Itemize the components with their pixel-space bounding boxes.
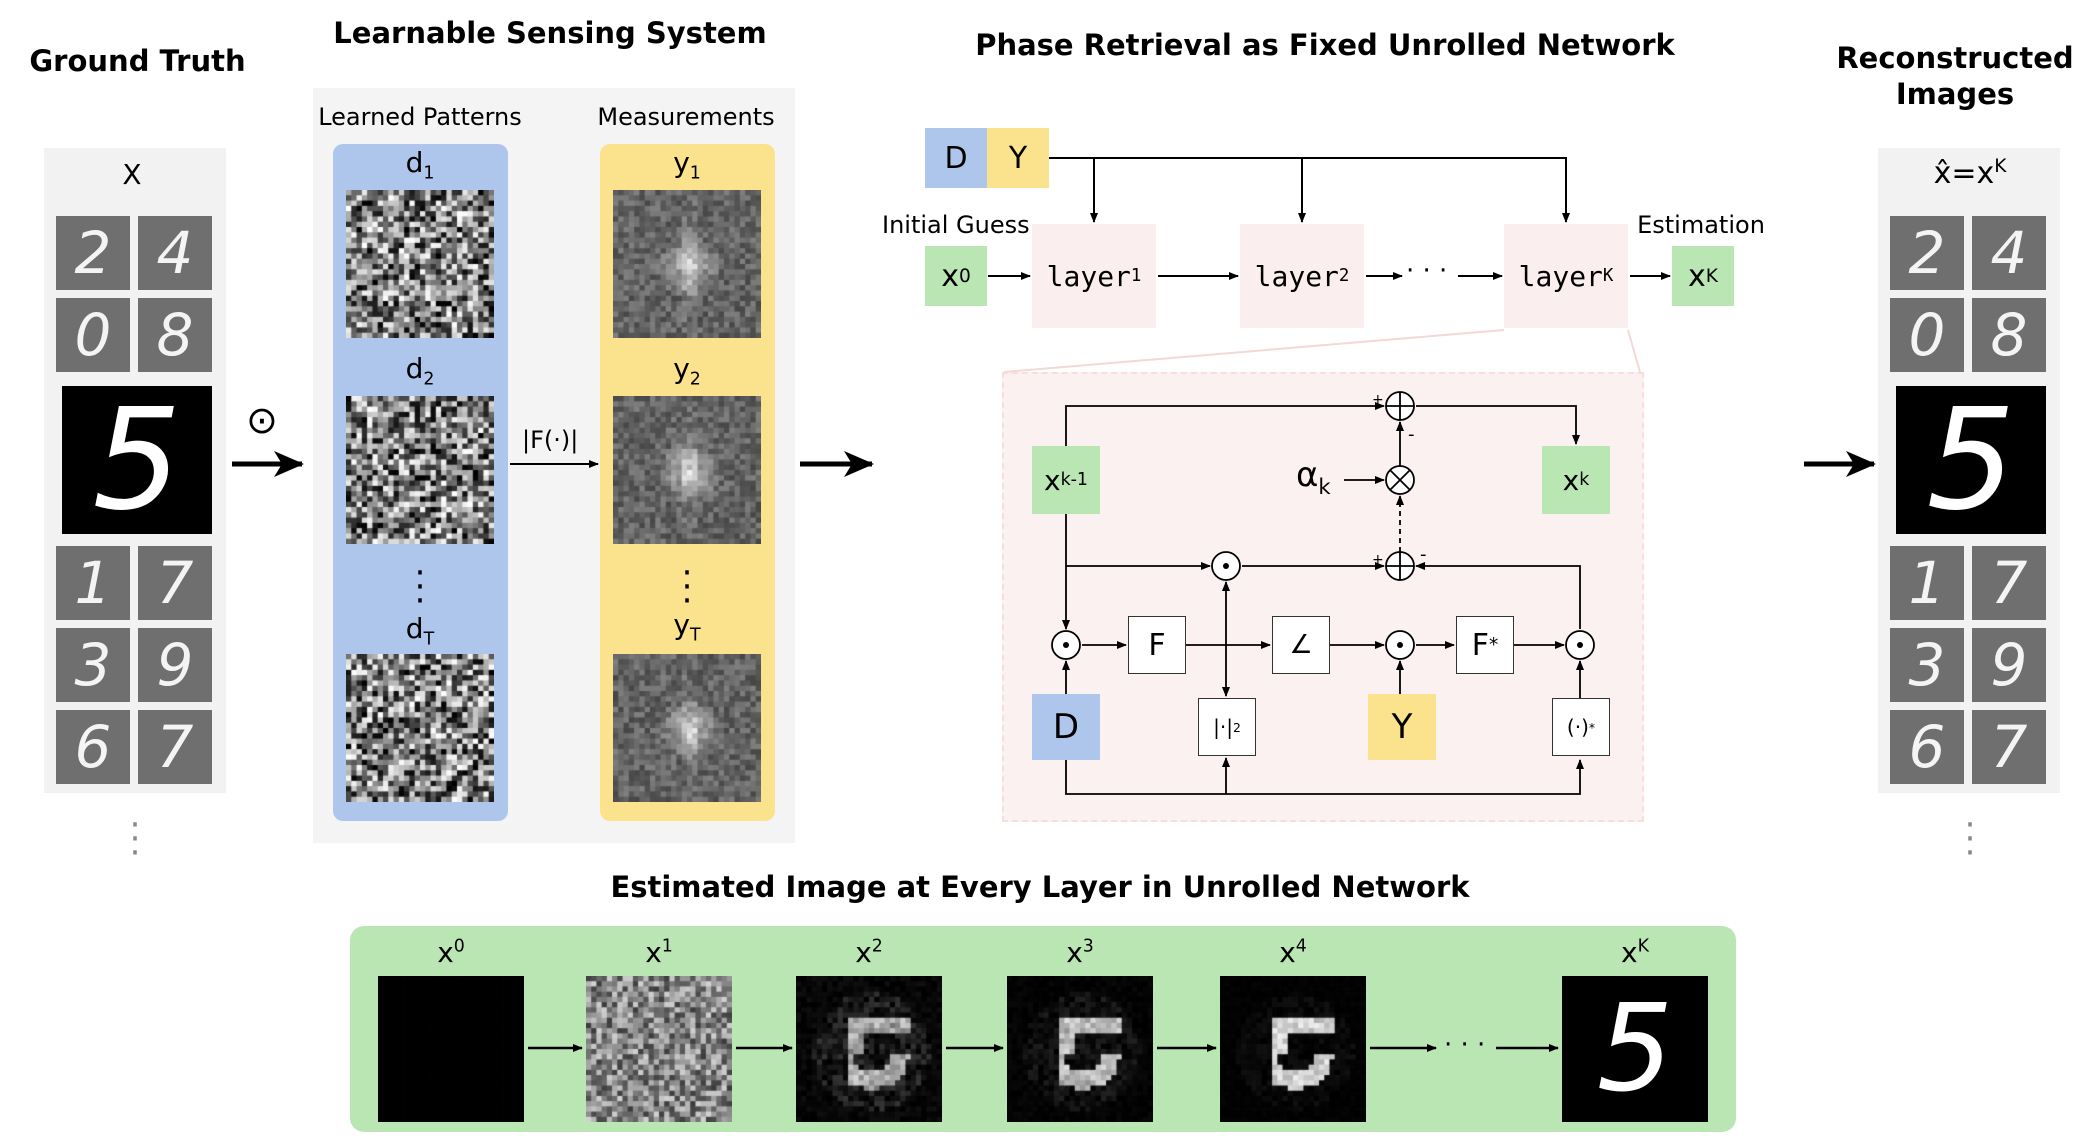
pattern-d2-image [346,396,494,544]
gt-digit-tile: 9 [138,628,212,702]
reconstructed-var: x̂=xK [1933,156,2007,191]
estimates-ellipsis: · · · [1444,1030,1486,1060]
rc-digit-tile: 1 [1890,546,1964,620]
layers-ellipsis: · · · [1406,256,1448,286]
estimate-label-1: x1 [645,936,673,969]
estimate-xK-image: 5 [1562,976,1708,1122]
estimate-x4-image [1220,976,1366,1122]
abs-squared-box: |·|2 [1198,698,1256,756]
estimated-title: Estimated Image at Every Layer in Unroll… [610,870,1470,904]
conjugate-box: (·)* [1552,698,1610,756]
learned-patterns-label: Learned Patterns [318,103,522,131]
gt-digit-tile: 4 [138,216,212,290]
rc-digit-tile: 2 [1890,216,1964,290]
estimate-label-3: x3 [1066,936,1094,969]
estimate-label-5: xK [1621,936,1649,969]
rc-digit-tile: 7 [1972,546,2046,620]
elementwise-product-symbol: ⊙ [246,398,278,442]
rc-digit-tile: 7 [1972,710,2046,784]
D-box-top: D [925,128,987,188]
measurement-y1-image [613,190,761,338]
dy-bus [1049,157,1570,223]
rc-digit-tile: 0 [1890,298,1964,372]
gt-digit-tile: 7 [138,546,212,620]
alpha-k-label: αk [1296,455,1331,499]
reconstructed-title: Reconstructed Images [1836,41,2074,111]
F-box: F [1128,616,1186,674]
rc-digit-tile: 6 [1890,710,1964,784]
estimate-x1-image [586,976,732,1122]
gt-digit-tile: 1 [56,546,130,620]
gt-digit-tile: 7 [138,710,212,784]
y1-label: y1 [673,146,701,184]
D-box-detail: D [1032,694,1100,760]
reconstructed-ellipsis: ··· [1964,805,1976,873]
dT-label: dT [405,612,435,650]
measurements-ellipsis: ··· [681,553,693,621]
expand-line-right [1627,329,1641,373]
gt-digit-tile: 8 [138,298,212,372]
d2-label: d2 [405,352,435,390]
estimate-label-2: x2 [855,936,883,969]
pattern-dT-image [346,654,494,802]
magnitude-operator-label: |F(·)| [522,426,579,454]
y2-label: y2 [673,352,701,390]
ground-truth-ellipsis: ··· [129,805,141,873]
d1-label: d1 [405,146,435,184]
measurements-label: Measurements [597,103,775,131]
estimate-x0-image [378,976,524,1122]
measurement-y2-image [613,396,761,544]
estimate-label-0: x0 [437,936,465,969]
Y-box-top: Y [987,128,1049,188]
Fstar-box: F* [1456,616,1514,674]
patterns-ellipsis: ··· [414,553,426,621]
phase-retrieval-title: Phase Retrieval as Fixed Unrolled Networ… [975,28,1675,62]
estimate-x2-image [796,976,942,1122]
rc-digit-tile: 8 [1972,298,2046,372]
angle-box: ∠ [1272,616,1330,674]
yT-label: yT [673,608,701,646]
gt-digit-tile: 0 [56,298,130,372]
pattern-d1-image [346,190,494,338]
rc-digit-tile: 9 [1972,628,2046,702]
ground-truth-var: X [122,158,142,191]
sensing-title: Learnable Sensing System [333,16,767,50]
estimate-label-4: x4 [1279,936,1307,969]
gt-digit-tile: 3 [56,628,130,702]
rc-digit-large: 5 [1896,386,2046,534]
Y-box-detail: Y [1368,694,1436,760]
initial-guess-label: Initial Guess [882,211,1030,239]
ground-truth-title: Ground Truth [29,44,246,78]
expand-line-left [1003,329,1505,373]
measurement-yT-image [613,654,761,802]
gt-digit-tile: 6 [56,710,130,784]
estimation-label: Estimation [1637,211,1765,239]
rc-digit-tile: 4 [1972,216,2046,290]
gt-digit-large: 5 [62,386,212,534]
rc-digit-tile: 3 [1890,628,1964,702]
estimate-x3-image [1007,976,1153,1122]
gt-digit-tile: 2 [56,216,130,290]
